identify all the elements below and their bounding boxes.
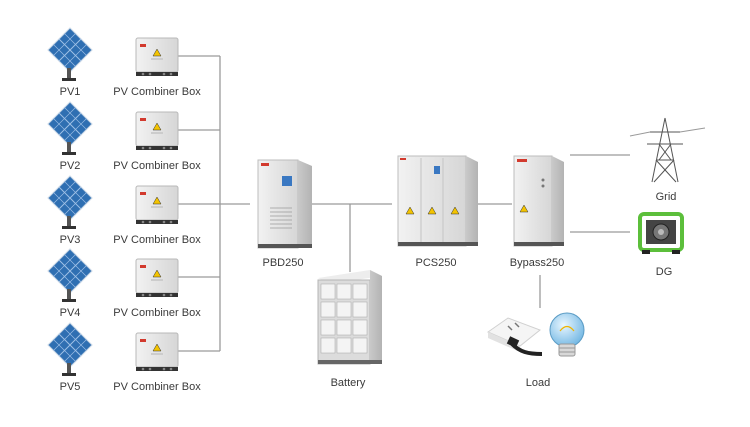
- combiner-box-5: [135, 332, 179, 372]
- connection-lines: [178, 55, 630, 352]
- combiner-box-4: [135, 258, 179, 298]
- combiner-box-1: [135, 37, 179, 77]
- pbd-label: PBD250: [262, 257, 304, 269]
- pv-label-4: PV4: [59, 307, 81, 319]
- light-bulb-icon: [549, 312, 585, 357]
- combiner-label-4: PV Combiner Box: [113, 307, 201, 319]
- pv-label-1: PV1: [59, 86, 81, 98]
- dg-label: DG: [655, 266, 673, 278]
- battery-rack: [317, 270, 382, 365]
- combiner-label-5: PV Combiner Box: [113, 381, 201, 393]
- outlet-icon: [486, 317, 543, 356]
- pv-array-4: [47, 248, 93, 303]
- pv-label-2: PV2: [59, 160, 81, 172]
- pv-array-3: [47, 175, 93, 230]
- bypass-label: Bypass250: [509, 257, 565, 269]
- pcs-cabinet: [397, 155, 478, 247]
- bypass-cabinet: [513, 155, 564, 247]
- generator-icon: [638, 212, 684, 254]
- battery-label: Battery: [330, 377, 366, 389]
- grid-tower-icon: [629, 117, 706, 183]
- pv-array-2: [47, 101, 93, 156]
- pv-array-1: [47, 27, 93, 82]
- pv-label-5: PV5: [59, 381, 81, 393]
- combiner-box-2: [135, 111, 179, 151]
- combiner-box-3: [135, 185, 179, 225]
- pcs-label: PCS250: [415, 257, 457, 269]
- pbd-cabinet: [257, 159, 312, 249]
- combiner-label-1: PV Combiner Box: [113, 86, 201, 98]
- grid-label: Grid: [655, 191, 677, 203]
- load-label: Load: [525, 377, 551, 389]
- combiner-label-2: PV Combiner Box: [113, 160, 201, 172]
- pv-array-5: [47, 322, 93, 377]
- combiner-label-3: PV Combiner Box: [113, 234, 201, 246]
- pv-label-3: PV3: [59, 234, 81, 246]
